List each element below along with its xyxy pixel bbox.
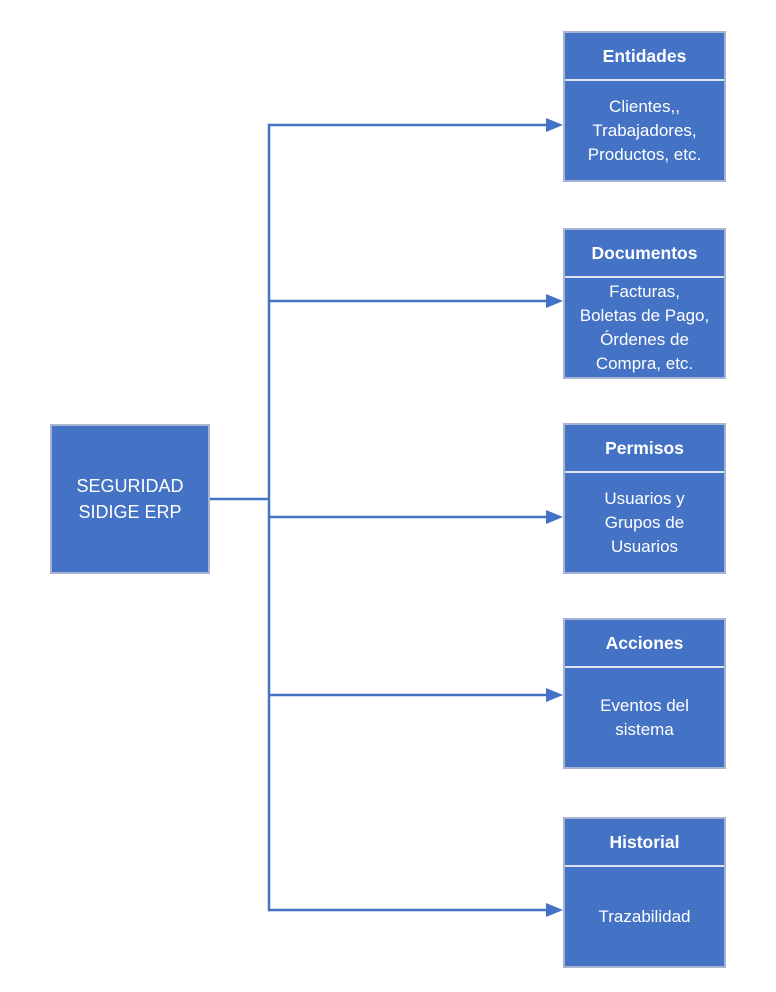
node-seguridad-sidige-erp: SEGURIDAD SIDIGE ERP [50, 424, 210, 574]
node-documentos-body: Facturas, Boletas de Pago, Órdenes de Co… [579, 282, 710, 373]
node-documentos: Documentos Facturas, Boletas de Pago, Ór… [563, 228, 726, 379]
root-node-label: SEGURIDAD SIDIGE ERP [76, 476, 184, 522]
node-entidades-title: Entidades [565, 33, 724, 81]
node-permisos-title: Permisos [565, 425, 724, 473]
arrowhead-documentos [546, 294, 563, 308]
node-historial-body: Trazabilidad [598, 906, 691, 926]
node-acciones-title: Acciones [565, 620, 724, 668]
arrowhead-permisos [546, 510, 563, 524]
node-entidades-body: Clientes,, Trabajadores, Productos, etc. [587, 96, 702, 164]
arrowhead-historial [546, 903, 563, 917]
node-documentos-title: Documentos [565, 230, 724, 278]
node-permisos-body: Usuarios y Grupos de Usuarios [604, 488, 685, 556]
node-historial-title: Historial [565, 819, 724, 867]
node-entidades: Entidades Clientes,, Trabajadores, Produ… [563, 31, 726, 182]
arrowhead-acciones [546, 688, 563, 702]
node-permisos: Permisos Usuarios y Grupos de Usuarios [563, 423, 726, 574]
arrowhead-entidades [546, 118, 563, 132]
node-acciones: Acciones Eventos del sistema [563, 618, 726, 769]
node-historial: Historial Trazabilidad [563, 817, 726, 968]
node-acciones-body: Eventos del sistema [600, 695, 689, 739]
